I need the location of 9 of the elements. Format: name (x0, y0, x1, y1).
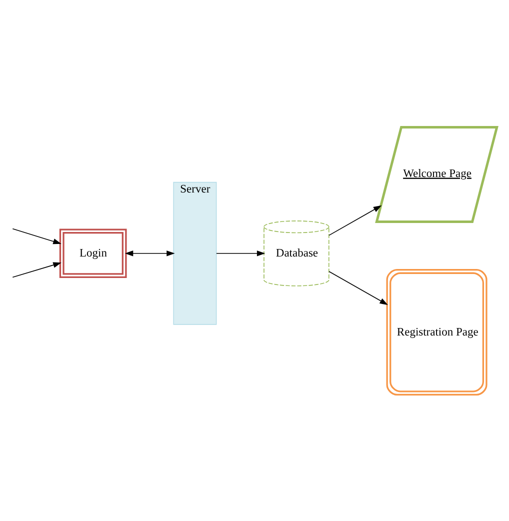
node-box: Login (59, 228, 127, 278)
arrow (216, 250, 266, 256)
arrow (12, 262, 62, 278)
node-box: Registration Page (386, 268, 488, 396)
arrow (12, 228, 62, 244)
node-box: Server (173, 181, 217, 324)
arrow (124, 250, 175, 256)
arrow (328, 204, 382, 236)
arrow (328, 270, 388, 304)
